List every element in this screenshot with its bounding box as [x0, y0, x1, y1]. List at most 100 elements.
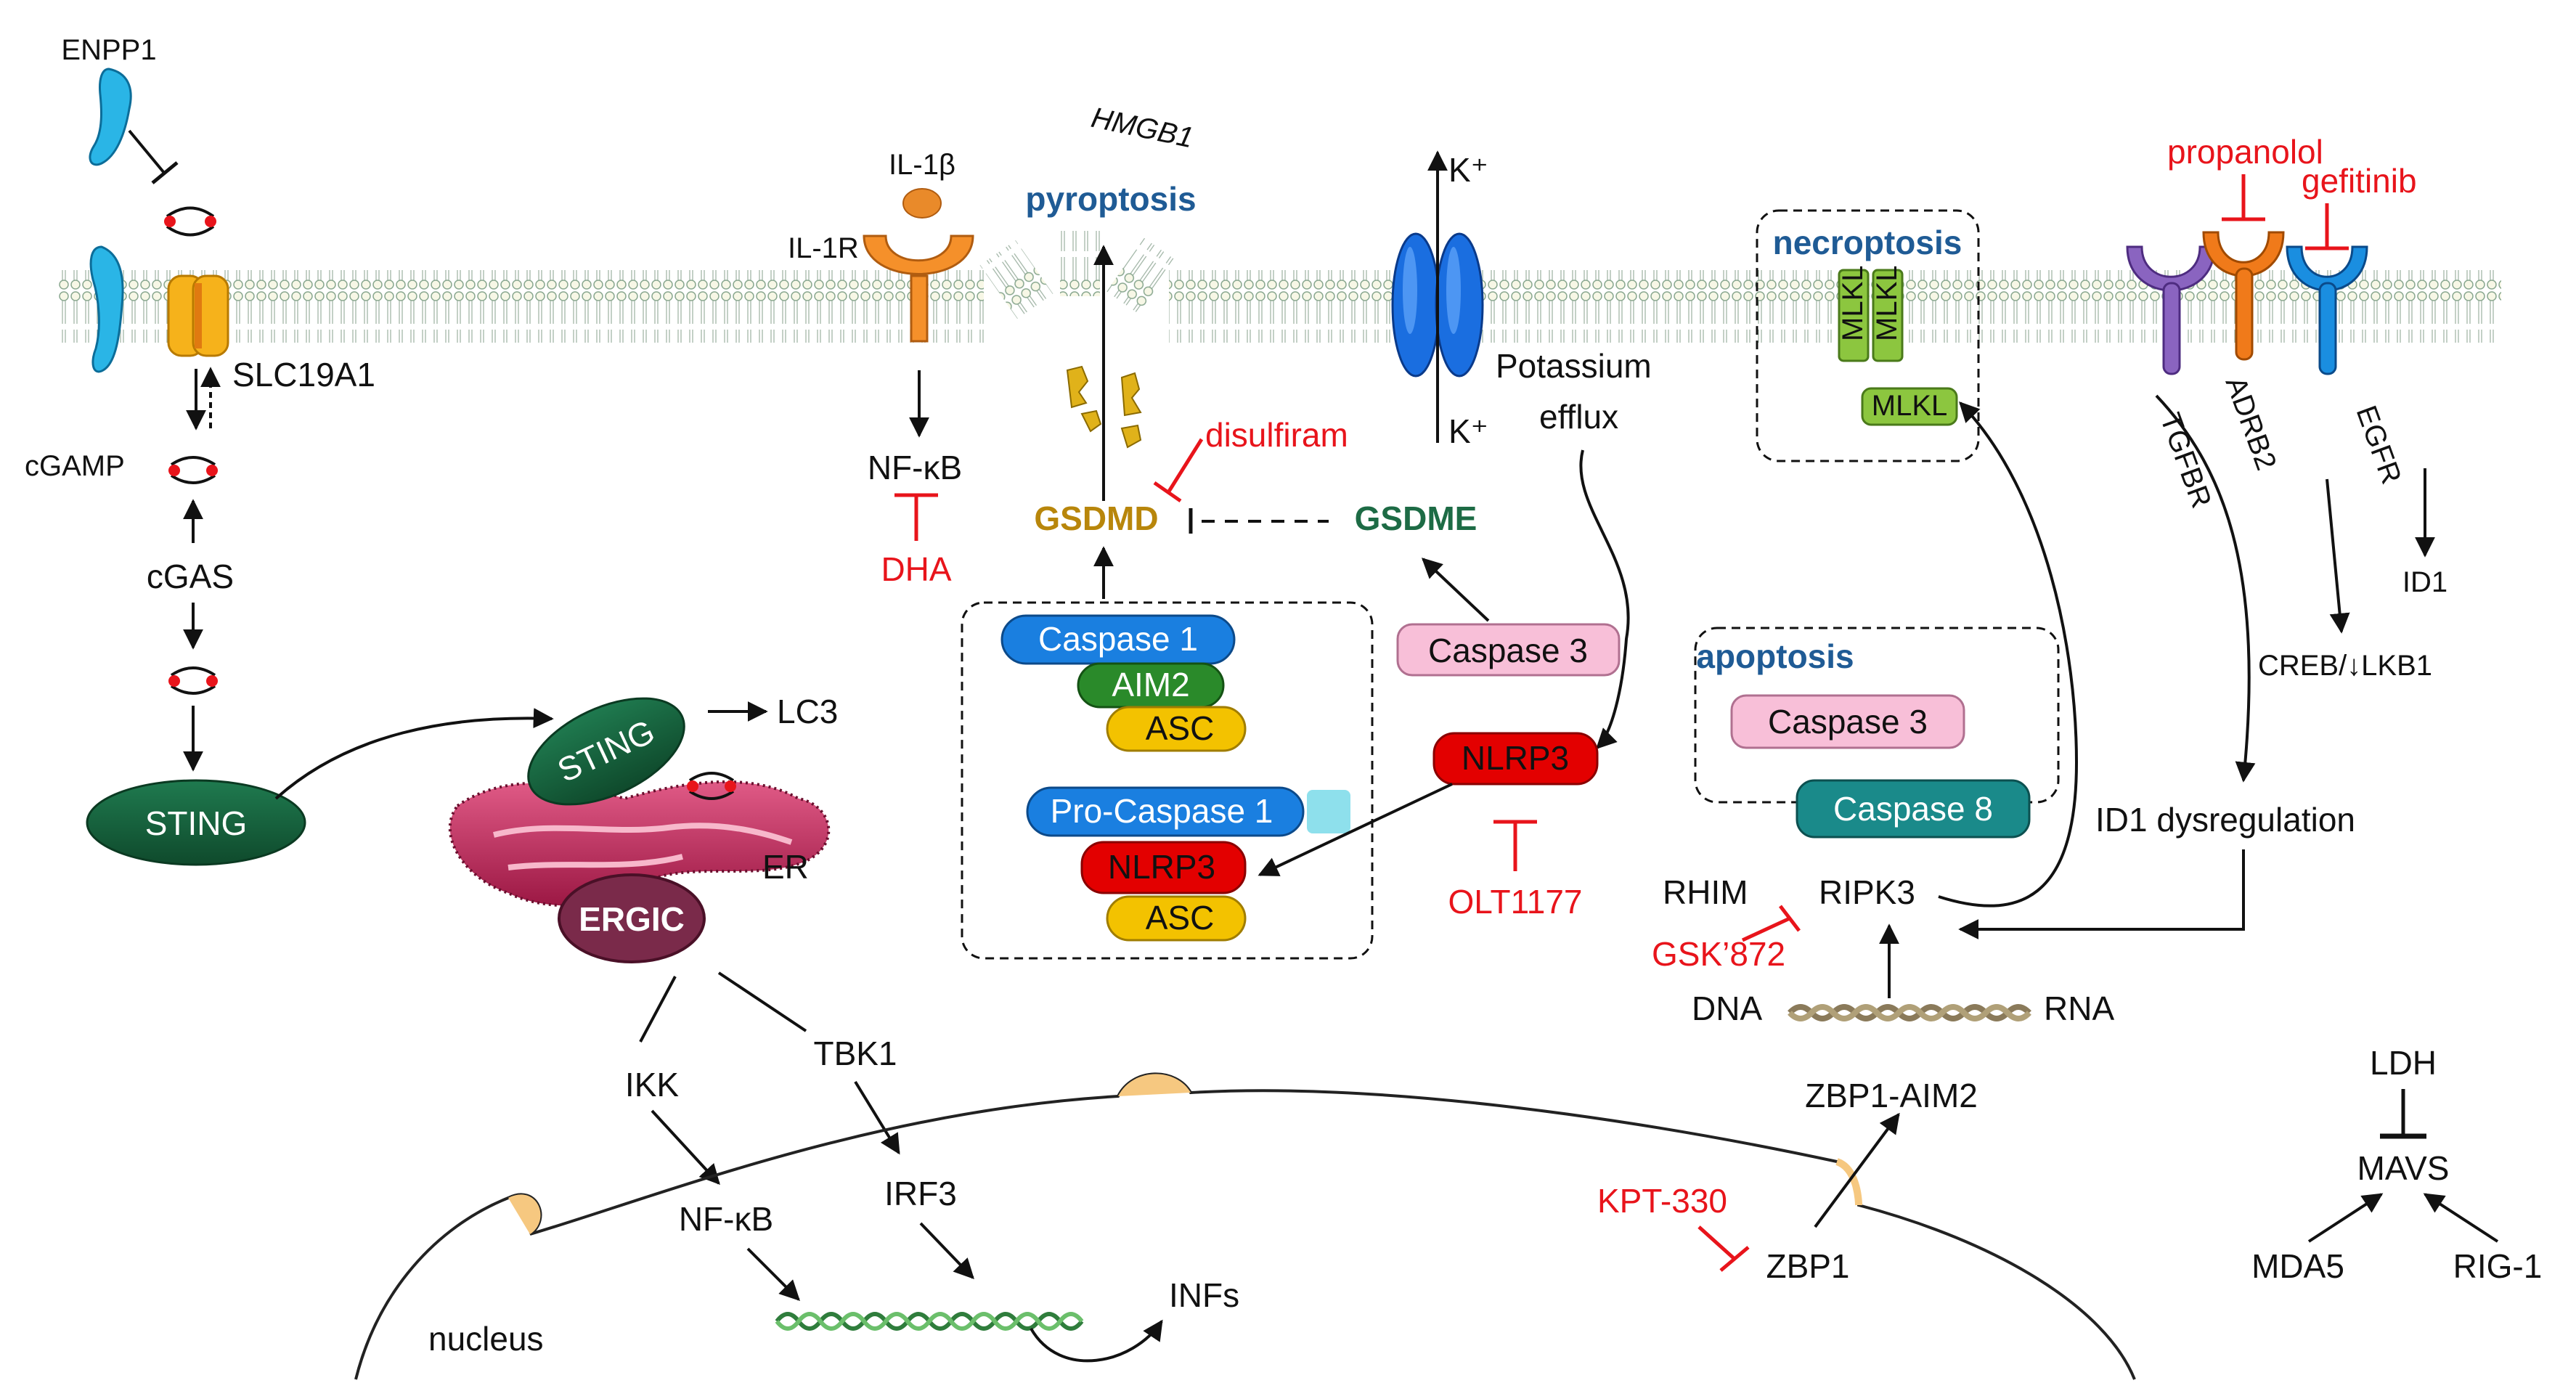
ergic-label: ERGIC — [579, 900, 685, 938]
pyro-nfkb-label: NF-κB — [868, 449, 962, 486]
nuclear-pore-icon — [508, 1194, 541, 1234]
egfr-label: EGFR — [2350, 401, 2408, 488]
gsk872-inhibition-bar — [1779, 905, 1801, 932]
nlrp3-node — [1432, 732, 1599, 786]
cgamp-molecule-icon — [168, 456, 218, 484]
cgamp-molecule-icon — [168, 666, 218, 695]
il1b-molecule-icon — [902, 188, 942, 219]
sting-er-node: STING — [527, 697, 685, 806]
adrb2-to-creb-arrow — [2326, 478, 2350, 634]
zbp1-aim2-label: ZBP1-AIM2 — [1805, 1077, 1978, 1114]
sting-node — [86, 779, 306, 866]
dna-rna-helix-icon — [1788, 1004, 2031, 1021]
apoptosis-box — [1694, 627, 2060, 804]
nuclear-pore-icon — [1835, 1158, 1862, 1206]
inflammasome-box — [961, 601, 1374, 960]
gsdmd-fragments-icon — [1066, 365, 1142, 449]
rna-label: RNA — [2044, 990, 2114, 1027]
er-label: ER — [762, 848, 809, 886]
nlrp3-label: NLRP3 — [1462, 739, 1569, 777]
enpp1-inhibition-line — [128, 129, 166, 174]
caspase8-node — [1796, 779, 2031, 839]
necroptosis-title: necroptosis — [1773, 224, 1962, 261]
cgamp-molecule-icon — [687, 772, 736, 800]
pro-caspase1-label: Pro-Caspase 1 — [1051, 792, 1273, 830]
apoptosis-caspase3-label: Caspase 3 — [1768, 703, 1928, 741]
pro-caspase1-node — [1026, 786, 1305, 837]
il1b-label: IL-1β — [889, 149, 955, 181]
ripk3-label: RIPK3 — [1819, 873, 1915, 911]
nucleus-label: nucleus — [428, 1320, 544, 1358]
adrb2-label: ADRB2 — [2220, 372, 2283, 474]
egfr-receptor-icon — [2286, 245, 2368, 375]
inflammasome-nlrp3-label: NLRP3 — [1108, 848, 1215, 886]
caspase1-label: Caspase 1 — [1038, 620, 1198, 658]
mlkl-pore-label: MLKL — [1837, 266, 1869, 342]
tbk1-label: TBK1 — [813, 1035, 897, 1072]
id1-label: ID1 — [2402, 566, 2447, 598]
cgamp-label: cGAMP — [25, 450, 125, 482]
infs-label: INFs — [1169, 1276, 1239, 1314]
dna-to-infs-arrow — [1030, 1319, 1163, 1363]
kpt330-inhibition-bar — [1719, 1246, 1750, 1272]
tgfbr-label: TGFBR — [2154, 409, 2218, 512]
lc3-label: LC3 — [777, 693, 838, 730]
mda5-label: MDA5 — [2251, 1247, 2344, 1285]
efflux-label: efflux — [1539, 398, 1618, 436]
potassium-channel-icon — [1391, 232, 1484, 378]
slc19a1-transporter-icon — [167, 274, 229, 357]
zbp1-label: ZBP1 — [1766, 1247, 1849, 1285]
propanolol-label: propanolol — [2167, 133, 2323, 171]
enpp1-inhibition-bar — [151, 161, 179, 184]
gsdme-label: GSDME — [1355, 499, 1477, 537]
enpp1-label: ENPP1 — [61, 34, 156, 66]
aim2-label: AIM2 — [1112, 666, 1189, 703]
il1r-label: IL-1R — [788, 232, 859, 264]
il1r-stalk-icon — [910, 274, 929, 343]
rig1-to-mavs-arrow — [2423, 1193, 2499, 1243]
ergic-to-ikk-line — [639, 976, 677, 1043]
rhim-label: RHIM — [1663, 873, 1748, 911]
mavs-label: MAVS — [2357, 1149, 2450, 1187]
mlkl-pore-node — [1838, 269, 1870, 362]
pyroptosis-title: pyroptosis — [1025, 180, 1196, 218]
sting-translocation-arrow — [274, 708, 554, 800]
er-organelle-icon — [448, 780, 831, 907]
mda5-to-mavs-arrow — [2307, 1193, 2384, 1243]
kpt330-label: KPT-330 — [1597, 1182, 1727, 1220]
ldh-label: LDH — [2370, 1044, 2437, 1082]
dna-helix-icon — [775, 1312, 1084, 1331]
gsk872-label: GSK’872 — [1652, 935, 1785, 973]
olt1177-label: OLT1177 — [1448, 883, 1583, 921]
enpp1-membrane-icon — [89, 245, 124, 373]
zbp1-to-aim2-arrow — [1814, 1112, 1900, 1228]
adrb2-receptor-icon — [2202, 231, 2285, 361]
id1-dysregulation-label: ID1 dysregulation — [2095, 801, 2355, 839]
necroptosis-box — [1756, 209, 1980, 462]
nucleus-envelope — [354, 1072, 2136, 1380]
inflammasome-nlrp3-node — [1080, 841, 1247, 894]
efflux-to-nlrp3-arrow — [1579, 449, 1630, 749]
enpp1-protein-icon — [89, 68, 132, 166]
cell-membrane — [58, 231, 2501, 343]
mlkl-pore-label: MLKL — [1871, 266, 1903, 342]
disulfiram-inhibition-line — [1165, 438, 1204, 495]
dna-label: DNA — [1692, 990, 1762, 1027]
nuclear-pore-icon — [1118, 1074, 1191, 1096]
il1r-receptor-icon — [863, 234, 974, 275]
hmgb1-label: HMGB1 — [1088, 102, 1196, 155]
gsdmd-label: GSDMD — [1034, 499, 1158, 537]
ikk-to-nfkb-arrow — [651, 1109, 720, 1186]
pyro-caspase3-label: Caspase 3 — [1428, 632, 1588, 669]
apoptosis-title: apoptosis — [1696, 637, 1854, 675]
kpt330-inhibition-line — [1697, 1225, 1737, 1261]
k-in-label: K⁺ — [1448, 412, 1488, 450]
tbk1-to-irf3-arrow — [854, 1080, 900, 1155]
slc19a1-label: SLC19A1 — [232, 356, 375, 393]
gefitinib-label: gefitinib — [2302, 162, 2417, 200]
ergic-node — [558, 873, 706, 963]
nucleus-nfkb-label: NF-κB — [679, 1200, 773, 1238]
apoptosis-caspase3-node — [1730, 694, 1965, 749]
asc-label: ASC — [1146, 709, 1215, 747]
